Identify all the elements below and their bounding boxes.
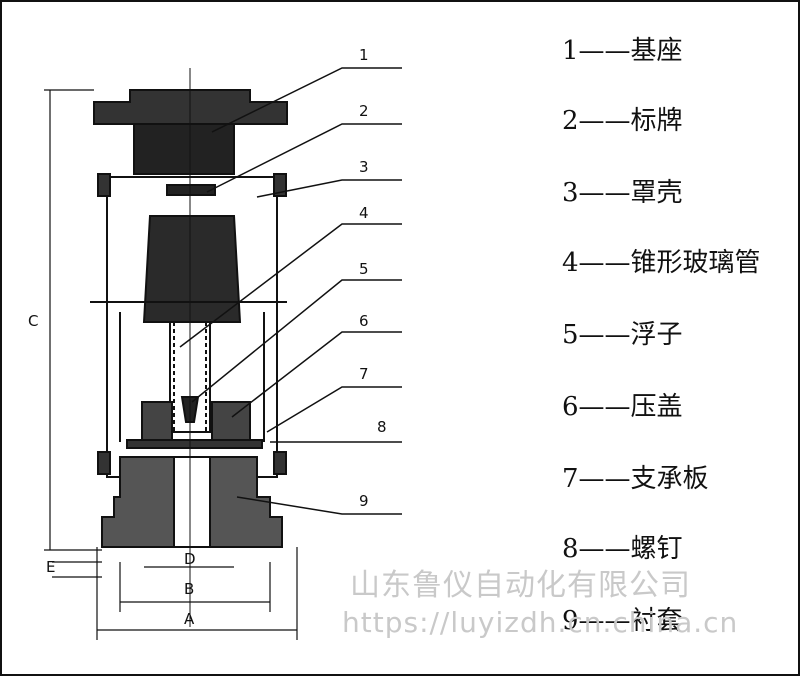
housing-flange-left-top bbox=[97, 173, 111, 197]
leader-number-9: 9 bbox=[359, 492, 369, 510]
tapered-glass-tube bbox=[142, 215, 242, 323]
leader-number-7: 7 bbox=[359, 365, 369, 383]
leader-number-8: 8 bbox=[377, 418, 387, 436]
legend-item-7: 7——支承板 bbox=[562, 464, 709, 494]
leader-number-2: 2 bbox=[359, 102, 369, 120]
nameplate bbox=[166, 184, 216, 196]
housing-flange-right-bottom bbox=[273, 451, 287, 475]
legend-item-3: 3——罩壳 bbox=[562, 178, 683, 208]
dimension-d: D bbox=[184, 550, 196, 568]
flowmeter-drawing bbox=[44, 67, 402, 640]
cap-neck bbox=[133, 123, 235, 175]
legend-item-9: 9——衬套 bbox=[562, 606, 683, 636]
support-plate bbox=[126, 439, 263, 449]
legend-item-4: 4——锥形玻璃管 bbox=[562, 248, 761, 278]
watermark-url: https://luyizdh.cn.china.cn bbox=[342, 606, 739, 639]
leader-number-1: 1 bbox=[359, 46, 369, 64]
leader-number-5: 5 bbox=[359, 260, 369, 278]
housing-flange-left-bottom bbox=[97, 451, 111, 475]
bushing-bore bbox=[173, 456, 211, 548]
dimension-a: A bbox=[184, 610, 195, 628]
leader-number-4: 4 bbox=[359, 204, 369, 222]
legend-item-5: 5——浮子 bbox=[562, 320, 683, 350]
leader-number-6: 6 bbox=[359, 312, 369, 330]
legend-item-6: 6——压盖 bbox=[562, 392, 683, 422]
dimension-c: C bbox=[28, 312, 39, 330]
dimension-e: E bbox=[46, 558, 56, 576]
leader-number-3: 3 bbox=[359, 158, 369, 176]
gland-left bbox=[141, 401, 173, 443]
watermark-company: 山东鲁仪自动化有限公司 bbox=[350, 568, 691, 603]
dimension-b: B bbox=[184, 580, 195, 598]
legend-item-1: 1——基座 bbox=[562, 36, 683, 66]
legend-item-8: 8——螺钉 bbox=[562, 534, 683, 564]
housing-flange-right-top bbox=[273, 173, 287, 197]
legend-item-2: 2——标牌 bbox=[562, 106, 683, 136]
